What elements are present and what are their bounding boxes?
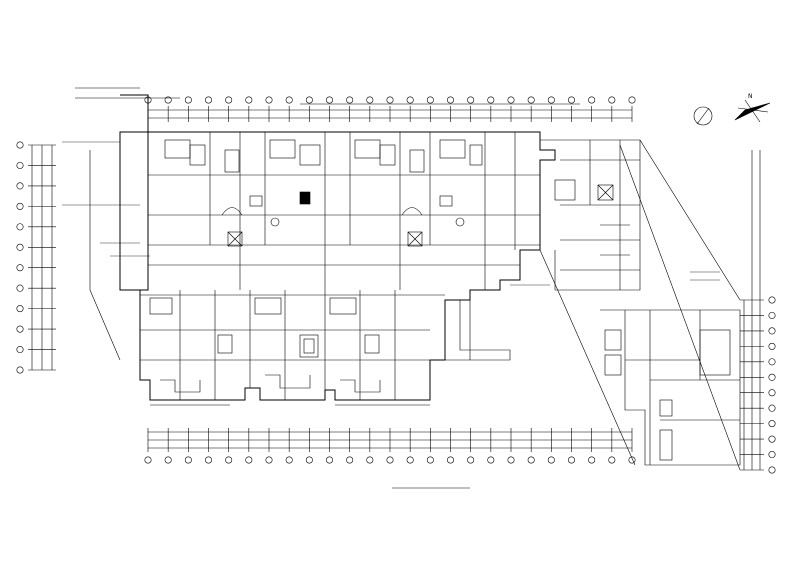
grid-bubble-top: [527, 96, 535, 104]
grid-bubble-right: [768, 342, 776, 350]
grid-bubble-top: [225, 96, 233, 104]
grid-bubble-bottom: [426, 456, 434, 464]
grid-bubble-bottom: [446, 456, 454, 464]
grid-bubble-bottom: [487, 456, 495, 464]
grid-bubble-left: [16, 161, 24, 169]
grid-bubble-bottom: [164, 456, 172, 464]
entrance-area: [150, 299, 511, 406]
grid-bubble-right: [768, 358, 776, 366]
grid-bubble-bottom: [406, 456, 414, 464]
grid-bubble-top: [406, 96, 414, 104]
grid-bubble-right: [768, 466, 776, 474]
grid-bubble-left: [16, 325, 24, 333]
upper-units: [148, 132, 540, 290]
grid-bubble-right: [768, 404, 776, 412]
grid-bubble-top: [164, 96, 172, 104]
grid-bubble-left: [16, 223, 24, 231]
grid-bubble-bottom: [205, 456, 213, 464]
grid-bubble-top: [628, 96, 636, 104]
grid-bubble-top: [265, 96, 273, 104]
grid-bubble-right: [768, 311, 776, 319]
grid-bubble-right: [768, 296, 776, 304]
grid-bubble-left: [16, 264, 24, 272]
grid-bubble-top: [467, 96, 475, 104]
grid-bubble-right: [768, 327, 776, 335]
site-boundary: [89, 139, 741, 471]
grid-bubble-right: [768, 420, 776, 428]
grid-bubble-top: [588, 96, 596, 104]
grid-bubble-left: [16, 346, 24, 354]
grid-bubble-bottom: [527, 456, 535, 464]
grid-bubble-left: [16, 284, 24, 292]
residential-block: [119, 94, 556, 401]
grid-bubble-top: [487, 96, 495, 104]
grid-bubble-top: [184, 96, 192, 104]
grid-bubble-bottom: [608, 456, 616, 464]
grid-bubble-top: [507, 96, 515, 104]
grid-bubble-top: [567, 96, 575, 104]
grid-bubble-bottom: [245, 456, 253, 464]
grid-bubble-bottom: [547, 456, 555, 464]
grid-bubble-right: [768, 451, 776, 459]
grid-bubble-bottom: [588, 456, 596, 464]
callout-leaders: [62, 141, 720, 286]
grid-bubble-top: [325, 96, 333, 104]
left-dimension-chain: [28, 144, 764, 471]
grid-bubble-bottom: [184, 456, 192, 464]
grid-bubble-bottom: [325, 456, 333, 464]
north-arrow: [693, 99, 771, 126]
grid-bubble-top: [144, 96, 152, 104]
grid-bubble-top: [305, 96, 313, 104]
grid-bubble-left: [16, 243, 24, 251]
grid-bubble-bottom: [366, 456, 374, 464]
lower-units: [140, 290, 445, 400]
grid-bubble-bottom: [628, 456, 636, 464]
grid-bubble-top: [285, 96, 293, 104]
grid-bubble-left: [16, 202, 24, 210]
right-dimension-chain: [743, 150, 761, 470]
grid-bubble-top: [547, 96, 555, 104]
grid-bubble-bottom: [346, 456, 354, 464]
grid-bubble-top: [446, 96, 454, 104]
grid-bubble-top: [366, 96, 374, 104]
grid-bubble-right: [768, 373, 776, 381]
grid-bubble-bottom: [225, 456, 233, 464]
grid-bubble-bottom: [467, 456, 475, 464]
grid-bubble-top: [426, 96, 434, 104]
grid-bubble-bottom: [305, 456, 313, 464]
grid-bubble-left: [16, 366, 24, 374]
grid-bubble-top: [346, 96, 354, 104]
top-dimension-chain: [75, 87, 633, 122]
grid-bubble-top: [608, 96, 616, 104]
bottom-dimension-chain: [147, 428, 633, 452]
grid-bubble-top: [245, 96, 253, 104]
grid-bubble-right: [768, 435, 776, 443]
grid-bubble-bottom: [285, 456, 293, 464]
grid-bubble-right: [768, 389, 776, 397]
grid-bubble-bottom: [386, 456, 394, 464]
grid-bubble-left: [16, 305, 24, 313]
grid-bubble-bottom: [265, 456, 273, 464]
north-arrow-label: N: [748, 93, 753, 100]
grid-bubble-bottom: [144, 456, 152, 464]
grid-bubble-left: [16, 141, 24, 149]
grid-bubble-top: [386, 96, 394, 104]
grid-bubble-left: [16, 182, 24, 190]
grid-bubble-bottom: [567, 456, 575, 464]
grid-bubble-top: [205, 96, 213, 104]
east-wing: [540, 139, 641, 291]
southeast-wing: [600, 309, 741, 466]
grid-bubble-bottom: [507, 456, 515, 464]
